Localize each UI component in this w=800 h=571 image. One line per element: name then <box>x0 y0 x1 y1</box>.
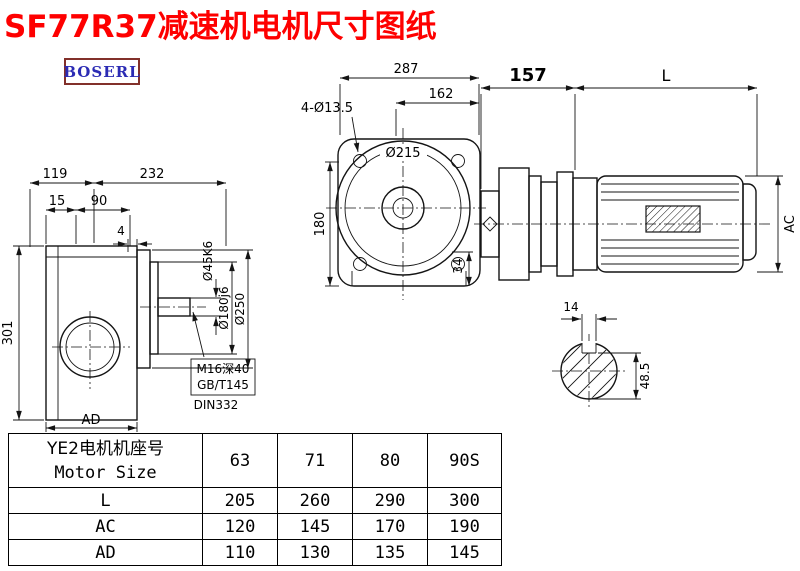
dim-90: 90 <box>91 194 108 209</box>
cell-AD-80: 135 <box>352 539 428 566</box>
dim-L: L <box>662 66 671 85</box>
frame-size-80: 80 <box>352 433 428 488</box>
row-label-AC: AC <box>8 513 203 540</box>
dim-232: 232 <box>140 167 165 182</box>
frame-size-63: 63 <box>202 433 278 488</box>
frame-size-90s: 90S <box>427 433 502 488</box>
keyway <box>581 344 597 354</box>
dim-48-5: 48.5 <box>638 363 652 390</box>
dim-14: 14 <box>563 300 578 314</box>
shaft-section-view: 14 48.5 <box>552 300 652 408</box>
input-flange <box>136 249 151 369</box>
row-label-AD: AD <box>8 539 203 566</box>
table-header-row: YE2电机机座号 Motor Size 63 71 80 90S <box>8 433 502 488</box>
label-flange-dia: Ø250 <box>233 293 247 325</box>
housing-outline <box>337 138 481 287</box>
table-row-AC: AC 120 145 170 190 <box>8 513 502 540</box>
dim-4: 4 <box>117 224 125 238</box>
cell-L-80: 290 <box>352 487 428 514</box>
dim-180: 180 <box>313 212 328 237</box>
left-view: 119 232 15 90 4 301 AD <box>1 167 256 432</box>
bolt-hole <box>451 154 465 168</box>
dim-119: 119 <box>43 167 68 182</box>
frame-size-71: 71 <box>277 433 353 488</box>
header-motor-size: YE2电机机座号 Motor Size <box>8 433 203 488</box>
dim-301: 301 <box>1 321 16 346</box>
dim-AC: AC <box>783 215 798 233</box>
cell-AC-90s: 190 <box>427 513 502 540</box>
cell-L-90s: 300 <box>427 487 502 514</box>
page-title: SF77R37减速机电机尺寸图纸 <box>4 9 437 45</box>
dim-157: 157 <box>509 65 547 86</box>
table-row-L: L 205 260 290 300 <box>8 487 502 514</box>
input-shaft <box>157 297 191 317</box>
cell-L-63: 205 <box>202 487 278 514</box>
dim-162: 162 <box>429 87 454 102</box>
dim-AD: AD <box>82 413 101 428</box>
label-bolt-holes: 4-Ø13.5 <box>301 101 353 116</box>
motor-nameplate <box>645 205 701 233</box>
motor-size-label-en: Motor Size <box>54 462 157 483</box>
table-row-AD: AD 110 130 135 145 <box>8 539 502 566</box>
bolt-hole <box>451 257 465 271</box>
cell-AD-71: 130 <box>277 539 353 566</box>
boserl-logo: BOSERL <box>63 58 140 85</box>
cell-L-71: 260 <box>277 487 353 514</box>
label-shaft-dia: Ø45K6 <box>201 241 215 281</box>
motor-size-label-cn: YE2电机机座号 <box>47 438 164 459</box>
note-din: DIN332 <box>194 398 239 412</box>
motor-fins <box>601 183 739 265</box>
note-m16: M16深40 <box>197 362 250 376</box>
front-view: Ø215 287 162 4-Ø13.5 180 34 <box>301 62 486 300</box>
dim-15: 15 <box>49 194 66 209</box>
label-bore-dia: Ø215 <box>385 146 420 161</box>
cell-AD-63: 110 <box>202 539 278 566</box>
dim-287: 287 <box>394 62 419 77</box>
cell-AC-63: 120 <box>202 513 278 540</box>
motor-size-table: YE2电机机座号 Motor Size 63 71 80 90S L 205 2… <box>8 433 502 566</box>
fan-cover <box>742 183 757 261</box>
row-label-L: L <box>8 487 203 514</box>
label-spigot-dia: Ø180j6 <box>217 286 231 329</box>
motor-view: 157 L AC <box>474 65 798 281</box>
dim-34: 34 <box>451 258 465 273</box>
cell-AC-80: 170 <box>352 513 428 540</box>
bolt-hole <box>353 154 367 168</box>
note-gb: GB/T145 <box>197 378 249 392</box>
cell-AD-90s: 145 <box>427 539 502 566</box>
oil-plug-mark <box>482 216 498 232</box>
cell-AC-71: 145 <box>277 513 353 540</box>
